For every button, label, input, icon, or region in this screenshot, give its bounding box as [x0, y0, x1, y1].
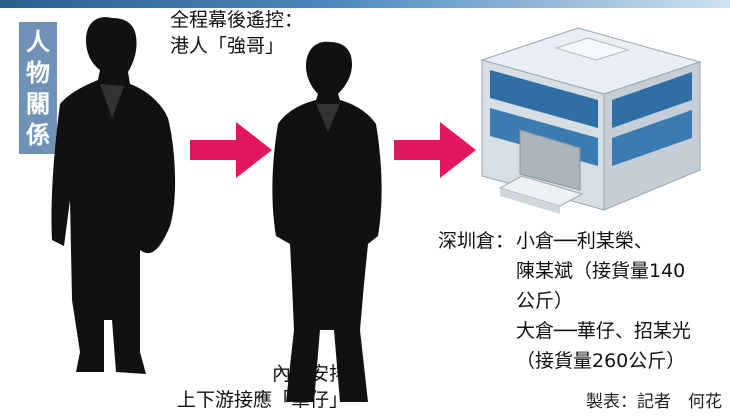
man-in-suit-silhouette-icon [51, 17, 176, 374]
credit-line: 製表：記者 何花 [586, 392, 722, 412]
middle-label: 內地安排 上下游接應「華仔」 [138, 361, 348, 413]
warehouse-building-icon [480, 27, 702, 214]
destination-line: 公斤） [516, 290, 574, 312]
destination-line: 陳某斌（接貨量140 [516, 260, 686, 282]
man-in-shirt-silhouette-icon [272, 41, 382, 402]
destination-line: 小倉──利某榮、 [516, 230, 653, 252]
destination-block: 深圳倉： 小倉──利某榮、 陳某斌（接貨量140 公斤） 大倉──華仔、招某光 … [438, 226, 691, 376]
badge-char: 係 [26, 120, 50, 149]
middle-label-line: 上下游接應「華仔」 [176, 389, 348, 411]
boss-label: 全程幕後遙控： 港人「強哥」 [170, 7, 303, 59]
destination-line: （接貨量260公斤） [516, 350, 686, 372]
relationship-badge: 人 物 關 係 [19, 22, 57, 154]
destination-line: 大倉──華仔、招某光 [516, 320, 691, 342]
middle-label-line: 內地安排 [271, 363, 348, 385]
destination-heading: 深圳倉： [438, 230, 515, 252]
badge-char: 關 [26, 89, 50, 118]
badge-char: 物 [26, 58, 50, 87]
boss-label-line: 港人「強哥」 [170, 35, 285, 57]
arrow-right-icon [394, 122, 476, 178]
boss-label-line: 全程幕後遙控： [170, 9, 304, 31]
top-color-bar [0, 0, 730, 8]
arrow-right-icon [190, 122, 272, 178]
badge-char: 人 [26, 27, 50, 56]
